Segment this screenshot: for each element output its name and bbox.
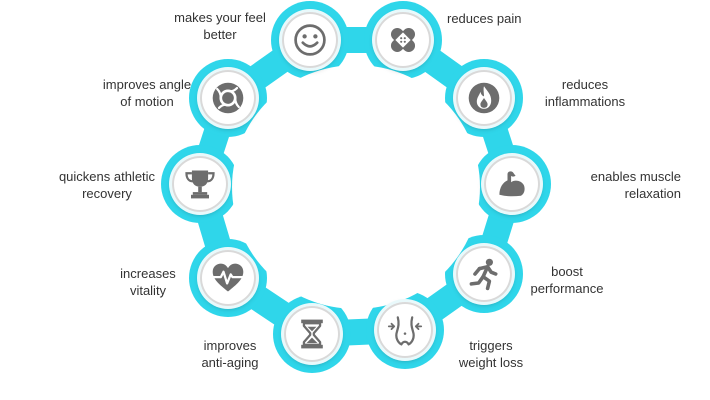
label-reduces-pain: reduces pain bbox=[447, 11, 522, 26]
heart-pulse-icon bbox=[212, 263, 244, 292]
flexed-arm-icon bbox=[499, 171, 525, 197]
label-weight-loss: triggers weight loss bbox=[458, 338, 524, 370]
node-heart bbox=[200, 250, 256, 306]
label-muscle-relaxation: enables muscle relaxation bbox=[590, 169, 681, 201]
label-reduces-inflammations: reduces inflammations bbox=[544, 77, 626, 109]
waist-icon bbox=[387, 316, 423, 346]
hourglass-icon bbox=[301, 319, 323, 349]
flame-icon bbox=[468, 82, 500, 114]
smiley-icon bbox=[294, 24, 326, 56]
node-bandage bbox=[375, 12, 431, 68]
node-flame bbox=[456, 70, 512, 126]
label-vitality: increases vitality bbox=[120, 266, 176, 298]
node-runner bbox=[456, 246, 512, 302]
bandage-icon bbox=[390, 27, 416, 53]
node-hourglass bbox=[284, 306, 340, 362]
runner-icon bbox=[469, 258, 498, 291]
trophy-icon bbox=[185, 170, 215, 199]
node-arm bbox=[484, 156, 540, 212]
node-joint bbox=[200, 70, 256, 126]
node-waist bbox=[377, 302, 433, 358]
label-feel-better: makes your feel better bbox=[174, 10, 266, 42]
label-boost-performance: boost performance bbox=[530, 264, 604, 296]
node-smiley bbox=[282, 12, 338, 68]
joint-icon bbox=[212, 82, 244, 114]
label-athletic-recovery: quickens athletic recovery bbox=[58, 169, 156, 201]
ring-inner bbox=[232, 65, 480, 309]
label-angle-of-motion: improves angle of motion bbox=[102, 77, 192, 109]
label-anti-aging: improves anti-aging bbox=[201, 338, 259, 370]
node-trophy bbox=[172, 156, 228, 212]
